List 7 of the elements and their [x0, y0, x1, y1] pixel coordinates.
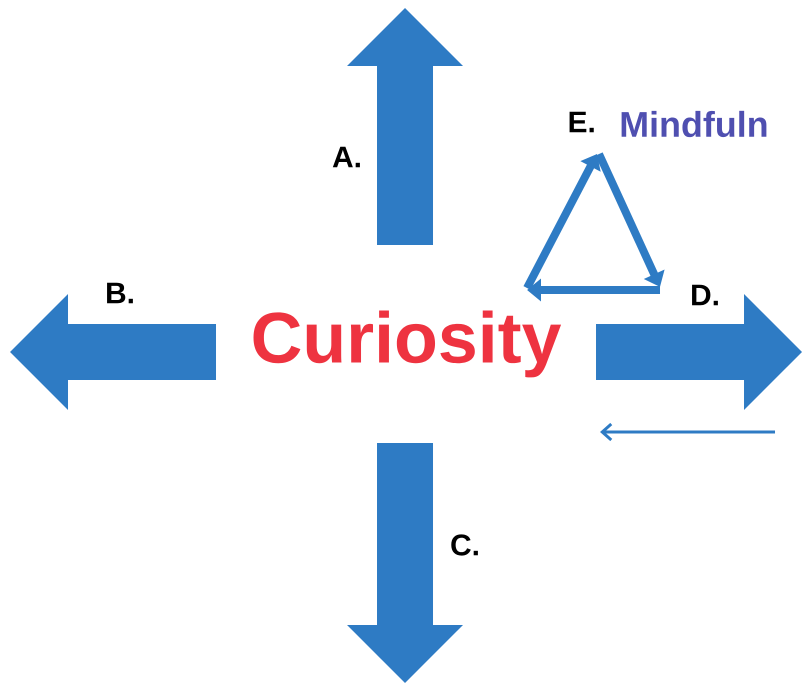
arrow-label: C. — [451, 534, 478, 556]
title-text: Curiosity — [254, 310, 562, 378]
label-text: Mindfuln — [622, 110, 766, 138]
arrow-label: B. — [107, 282, 133, 304]
arrow-label: A. — [332, 146, 360, 168]
arrow-label: D. — [692, 284, 718, 306]
arrow-label: E. — [570, 112, 594, 132]
